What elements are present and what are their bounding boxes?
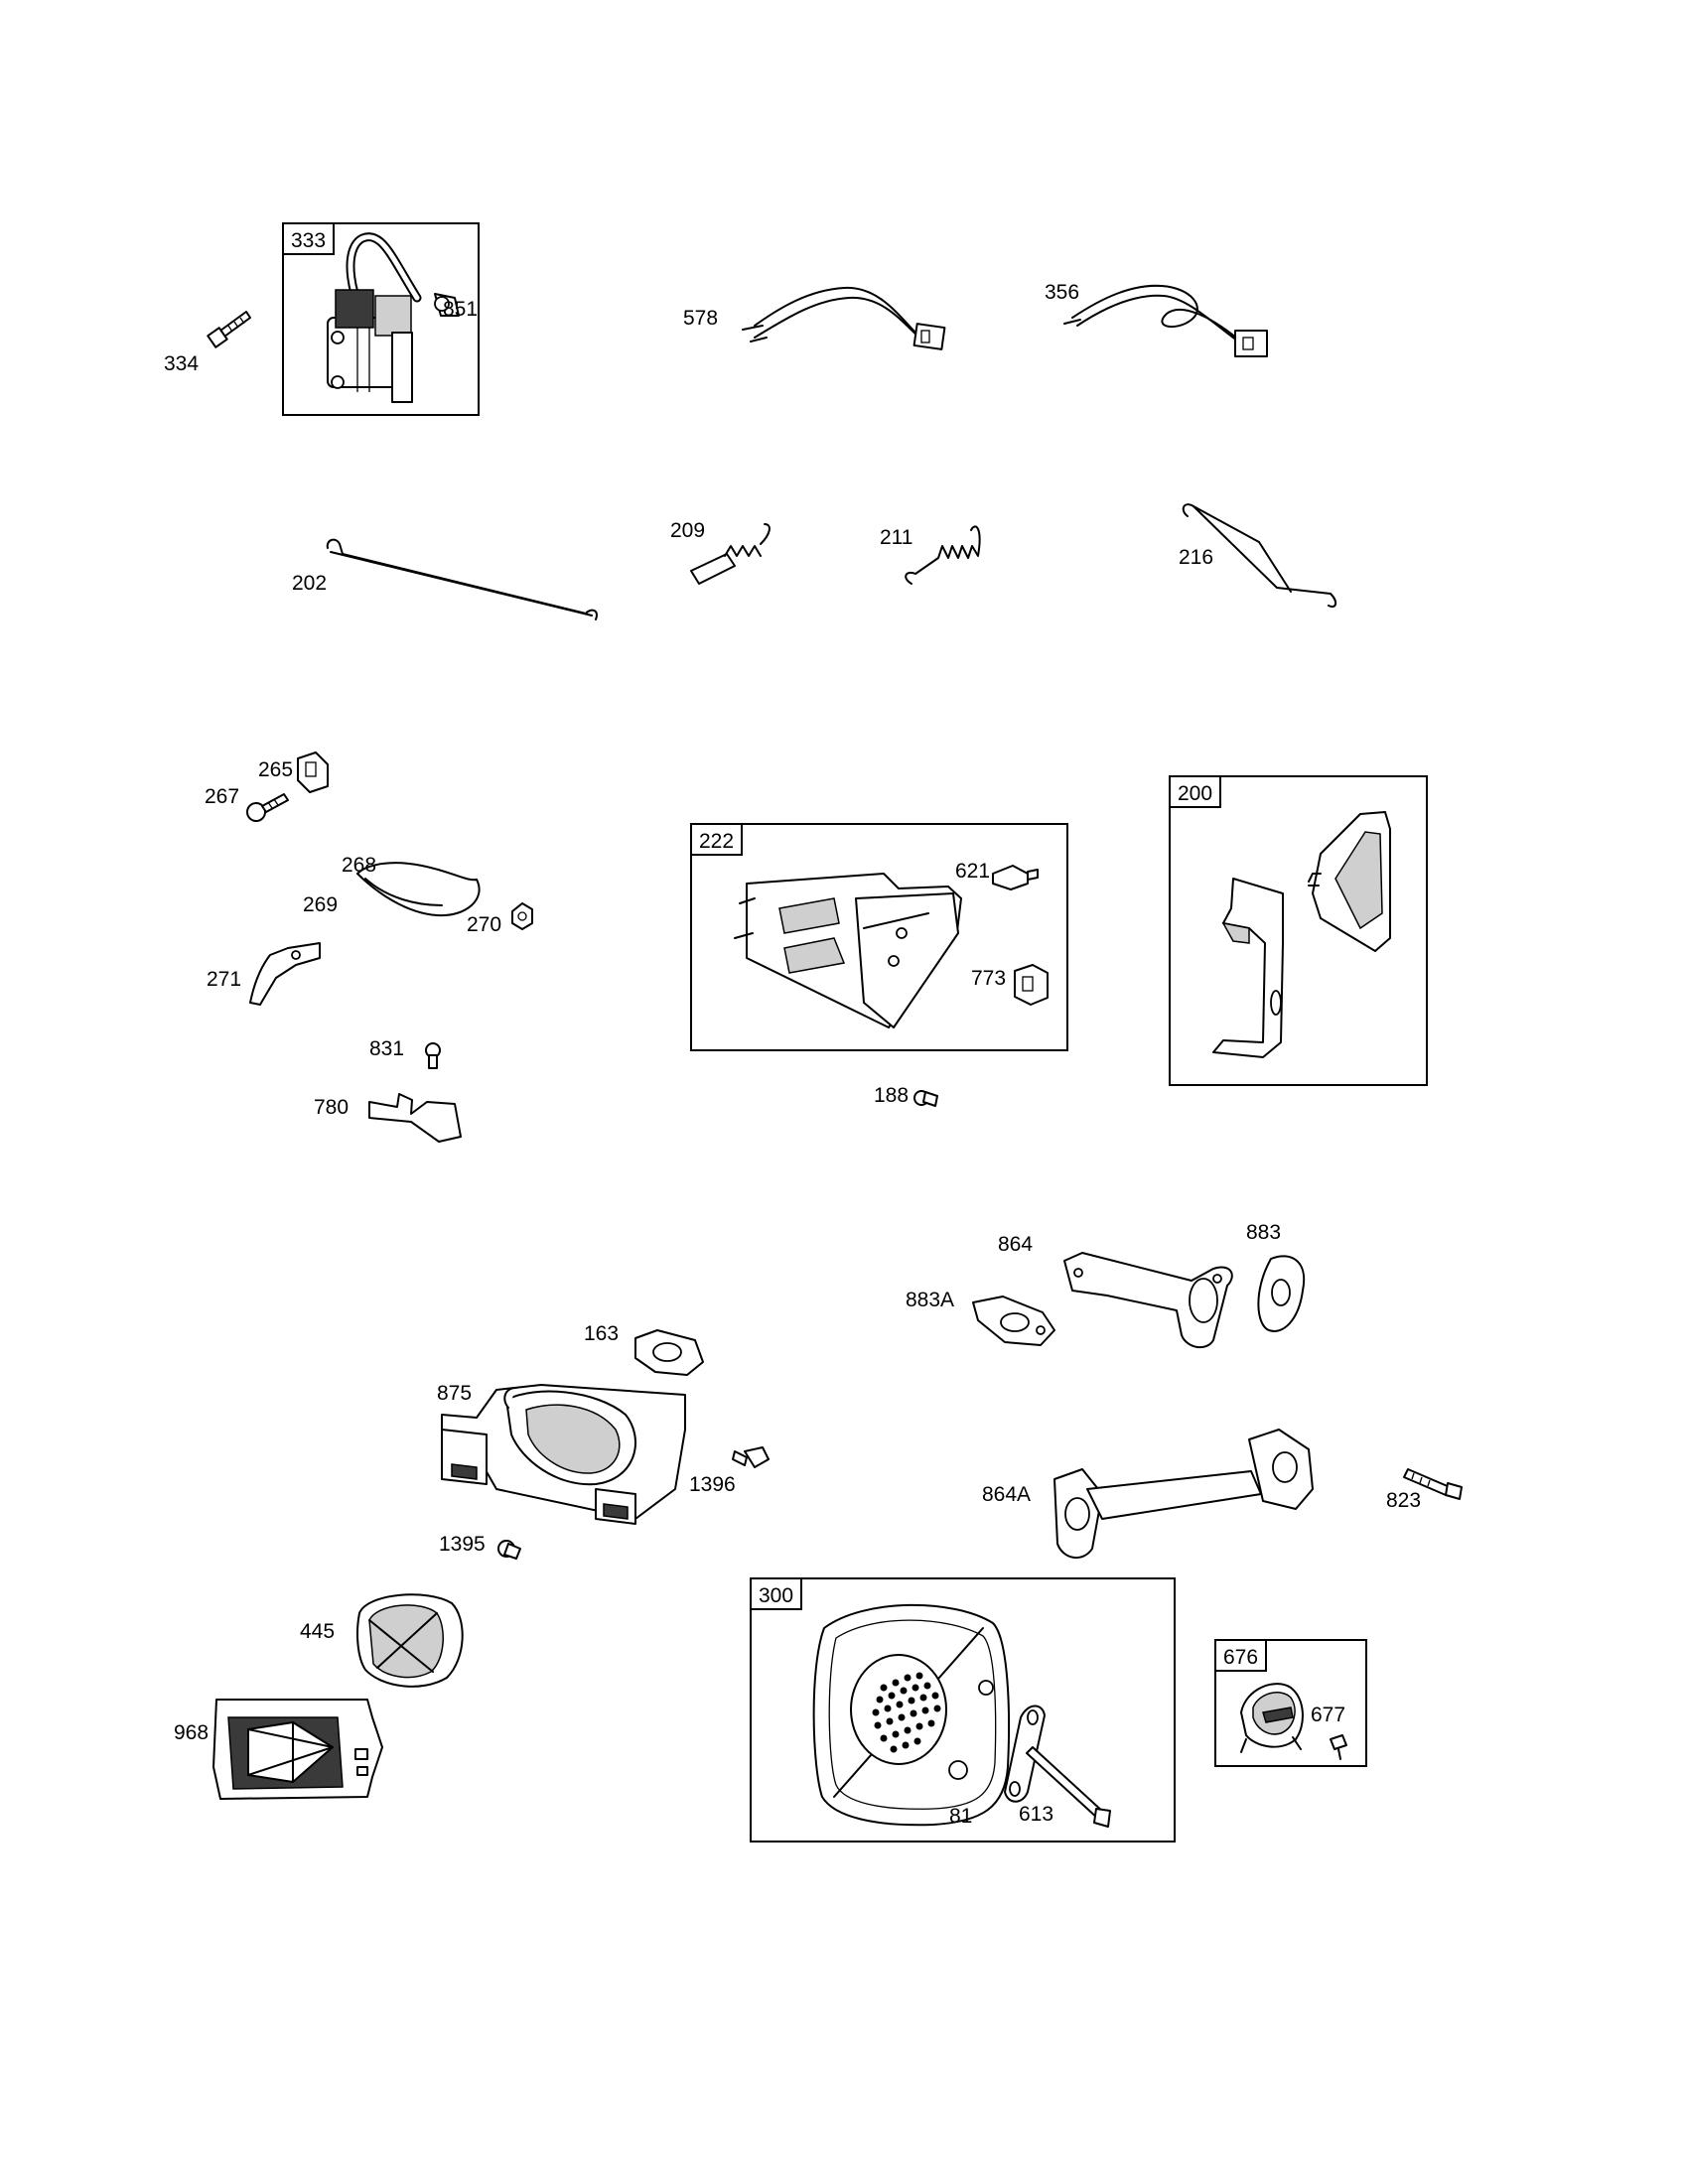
kit-333: 333 851 bbox=[282, 222, 480, 416]
throttle-cable-268[interactable] bbox=[356, 862, 481, 917]
screw-334[interactable] bbox=[207, 311, 251, 348]
air-filter-445[interactable] bbox=[356, 1593, 464, 1688]
kit-300-label: 300 bbox=[759, 1584, 793, 1607]
part-1396-label: 1396 bbox=[689, 1473, 736, 1496]
screw-1395[interactable] bbox=[497, 1540, 521, 1560]
part-773-label: 773 bbox=[971, 967, 1006, 990]
exhaust-pipe-864a[interactable] bbox=[1053, 1429, 1314, 1559]
screw-823[interactable] bbox=[1403, 1468, 1463, 1500]
part-831-label: 831 bbox=[369, 1037, 404, 1060]
spring-209[interactable] bbox=[690, 523, 771, 585]
part-211-label: 211 bbox=[880, 526, 912, 549]
guard-plate[interactable] bbox=[1308, 811, 1391, 952]
gasket-163[interactable] bbox=[634, 1329, 704, 1376]
kit-676-label: 676 bbox=[1223, 1646, 1258, 1669]
part-445-label: 445 bbox=[300, 1620, 335, 1643]
cable-clamp-265[interactable] bbox=[297, 751, 329, 793]
clip-773[interactable] bbox=[1014, 964, 1049, 1006]
bracket-780[interactable] bbox=[368, 1093, 462, 1143]
part-968-label: 968 bbox=[174, 1721, 209, 1744]
air-cleaner-cover-968[interactable] bbox=[212, 1699, 383, 1800]
part-202-label: 202 bbox=[292, 572, 327, 595]
wire-harness-578[interactable] bbox=[742, 286, 946, 350]
spark-plug-boot[interactable] bbox=[434, 293, 460, 317]
air-cleaner-base-875[interactable] bbox=[441, 1384, 686, 1525]
spark-arrestor-screen[interactable] bbox=[1240, 1683, 1304, 1753]
gasket-883a[interactable] bbox=[972, 1296, 1055, 1346]
spring-211[interactable] bbox=[905, 525, 981, 585]
governor-link-rod-202[interactable] bbox=[326, 538, 598, 620]
muffler-gasket-81[interactable] bbox=[1004, 1705, 1046, 1803]
part-883-label: 883 bbox=[1246, 1221, 1281, 1244]
kit-200-label: 200 bbox=[1178, 782, 1212, 805]
armature-coil[interactable] bbox=[327, 232, 422, 403]
screw-267[interactable] bbox=[246, 793, 289, 822]
screw-677[interactable] bbox=[1330, 1734, 1347, 1760]
kit-300: 300 81 613 bbox=[750, 1577, 1176, 1843]
nut-270[interactable] bbox=[511, 902, 533, 930]
part-268-label: 268 bbox=[342, 854, 376, 877]
gasket-883[interactable] bbox=[1257, 1255, 1306, 1332]
part-864a-label: 864A bbox=[982, 1483, 1031, 1506]
part-216-label: 216 bbox=[1179, 546, 1213, 569]
part-267-label: 267 bbox=[205, 785, 239, 808]
part-81-label: 81 bbox=[949, 1805, 972, 1828]
part-163-label: 163 bbox=[584, 1322, 619, 1345]
part-265-label: 265 bbox=[258, 758, 293, 781]
part-621-label: 621 bbox=[955, 860, 990, 883]
part-269-label: 269 bbox=[303, 893, 338, 916]
muffler-holes bbox=[872, 1672, 941, 1753]
part-823-label: 823 bbox=[1386, 1489, 1421, 1512]
wire-link-216[interactable] bbox=[1182, 503, 1336, 608]
part-864-label: 864 bbox=[998, 1233, 1033, 1256]
part-188-label: 188 bbox=[874, 1084, 909, 1107]
wire-356[interactable] bbox=[1063, 284, 1268, 357]
part-613-label: 613 bbox=[1019, 1803, 1053, 1826]
part-270-label: 270 bbox=[467, 913, 501, 936]
exhaust-pipe-864[interactable] bbox=[1063, 1252, 1233, 1349]
kit-676: 676 677 bbox=[1214, 1639, 1367, 1767]
part-851-label: 851 bbox=[443, 298, 478, 321]
screw-1396[interactable] bbox=[732, 1446, 770, 1468]
part-677-label: 677 bbox=[1311, 1704, 1345, 1726]
control-plate-assembly[interactable] bbox=[734, 873, 962, 1028]
part-578-label: 578 bbox=[683, 307, 718, 330]
kit-200: 200 bbox=[1169, 775, 1428, 1086]
governor-bracket[interactable] bbox=[1212, 878, 1284, 1058]
clip-621[interactable] bbox=[992, 865, 1039, 890]
part-883a-label: 883A bbox=[906, 1289, 954, 1311]
part-209-label: 209 bbox=[670, 519, 705, 542]
kit-222: 222 621 773 bbox=[690, 823, 1068, 1051]
part-356-label: 356 bbox=[1045, 281, 1079, 304]
screw-831[interactable] bbox=[425, 1042, 441, 1069]
screw-188[interactable] bbox=[913, 1090, 938, 1107]
part-334-label: 334 bbox=[164, 352, 199, 375]
part-875-label: 875 bbox=[437, 1382, 472, 1405]
kit-222-label: 222 bbox=[699, 830, 734, 853]
kit-333-label: 333 bbox=[291, 229, 326, 252]
part-271-label: 271 bbox=[207, 968, 241, 991]
part-780-label: 780 bbox=[314, 1096, 349, 1119]
part-1395-label: 1395 bbox=[439, 1533, 486, 1556]
control-bracket-271[interactable] bbox=[249, 942, 321, 1006]
muffler-bolt-613[interactable] bbox=[1026, 1746, 1111, 1828]
